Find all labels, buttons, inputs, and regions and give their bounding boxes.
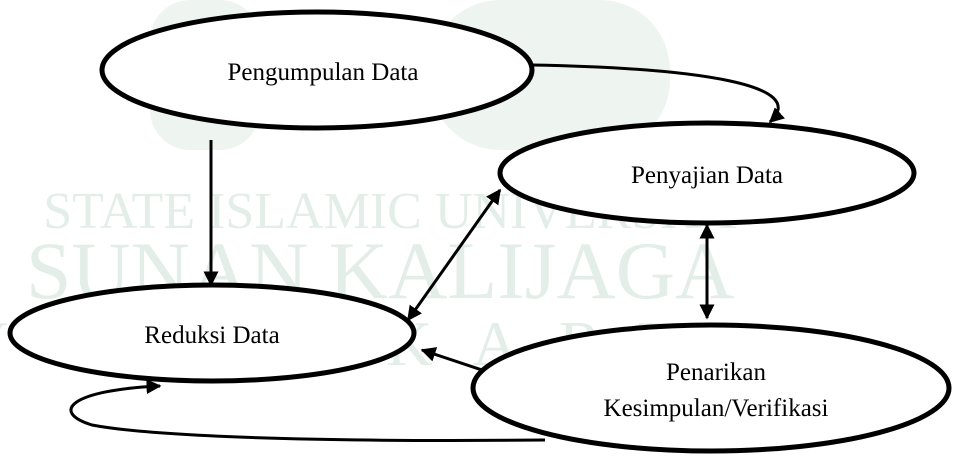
node-penarikan-kesimpulan: Penarikan Kesimpulan/Verifikasi xyxy=(470,322,952,454)
node-reduksi-data: Reduksi Data xyxy=(7,282,417,384)
edge-reduksi-penyajian xyxy=(406,188,502,322)
node-penyajian-label: Penyajian Data xyxy=(631,162,783,189)
node-penarikan-label-line1: Penarikan xyxy=(666,359,766,386)
node-pengumpulan-data: Pengumpulan Data xyxy=(99,9,535,131)
node-penyajian-data: Penyajian Data xyxy=(497,120,917,226)
node-reduksi-label: Reduksi Data xyxy=(144,322,279,349)
node-penarikan-label-line2: Kesimpulan/Verifikasi xyxy=(604,395,829,422)
edges xyxy=(69,63,785,442)
node-pengumpulan-label: Pengumpulan Data xyxy=(228,59,419,86)
edge-penarikan-loop-to-reduksi xyxy=(69,379,546,442)
edge-pengumpulan-to-penyajian xyxy=(531,63,785,124)
